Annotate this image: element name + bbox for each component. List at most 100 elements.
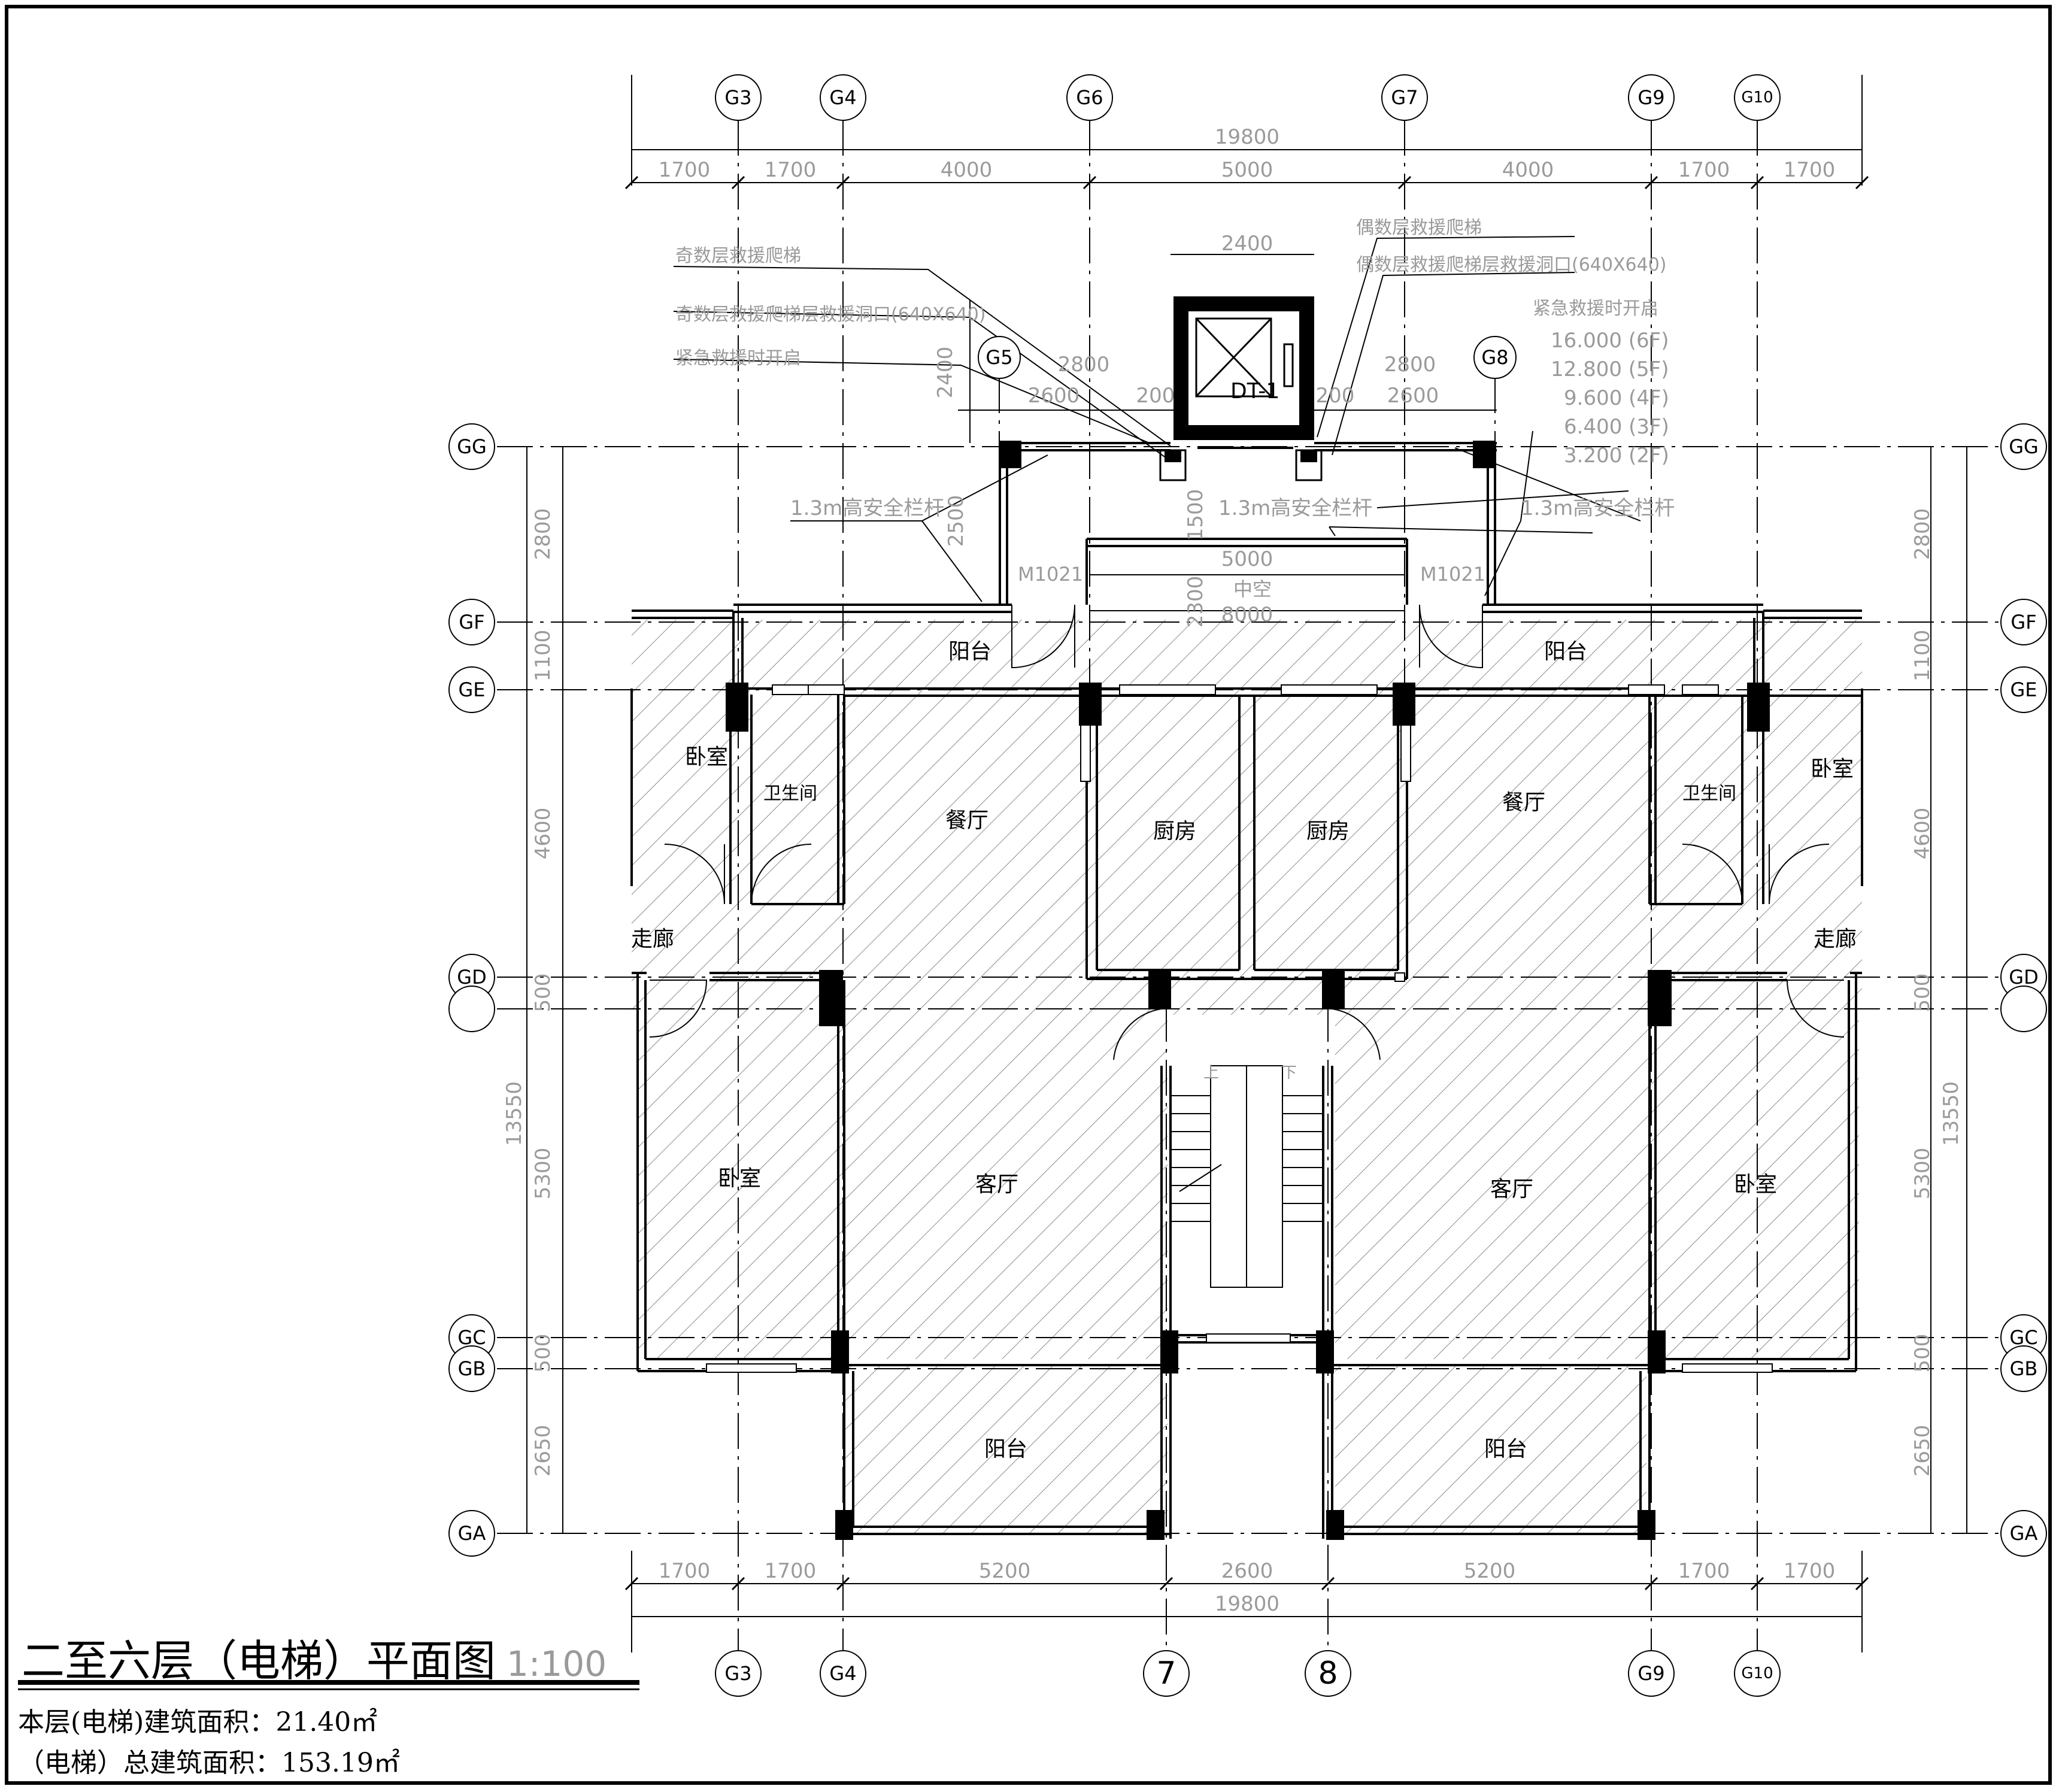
platform-dim: 2800	[1058, 353, 1110, 377]
room-living: 客厅	[1490, 1177, 1533, 1202]
axis-label-bottom: G10	[1741, 1664, 1773, 1682]
dim-top: 5000	[1221, 158, 1273, 182]
axis-label-row: GE	[2010, 678, 2037, 701]
axis-label-top: G3	[724, 86, 751, 109]
dim-side: 2800	[531, 508, 555, 560]
axis-label-bottom: 7	[1156, 1655, 1176, 1691]
total-area-text: （电梯）总建筑面积：153.19㎡	[18, 1748, 400, 1778]
level-label: 3.200 (2F)	[1564, 444, 1669, 468]
dim-side: 500	[531, 974, 555, 1012]
platform-dim: 200	[1136, 384, 1175, 408]
axis-label-row: GB	[458, 1357, 486, 1380]
level-label: 12.800 (5F)	[1551, 357, 1669, 381]
level-label: 6.400 (3F)	[1564, 415, 1669, 439]
stair-down-label: 下	[1281, 1064, 1297, 1082]
drawing-scale: 1:100	[507, 1644, 607, 1684]
odd-open-note: 紧急救援时开启	[675, 348, 801, 369]
elevator-depth: 2400	[933, 347, 957, 399]
dim-side: 4600	[531, 808, 555, 860]
dim-bottom: 1700	[1678, 1559, 1730, 1583]
dim-side: 5300	[1911, 1148, 1934, 1200]
void-dim: 8000	[1221, 603, 1273, 627]
dim-bottom: 1700	[1784, 1559, 1836, 1583]
dim-bottom: 5200	[1464, 1559, 1516, 1583]
dimension-lines	[526, 75, 1967, 1652]
stair-up-label: 上	[1203, 1064, 1219, 1082]
room-balcony: 阳台	[948, 639, 991, 664]
floor-area-text: 本层(电梯)建筑面积：21.40㎡	[18, 1707, 378, 1738]
axis-label-top: G4	[829, 86, 856, 109]
axis-label-row: GC	[2009, 1326, 2037, 1349]
rail-note: 1.3m高安全栏杆	[1218, 496, 1372, 520]
axis-label-row: GD	[2009, 966, 2038, 989]
axis-label-bottom: G3	[724, 1662, 751, 1685]
level-label: 16.000 (6F)	[1551, 329, 1669, 353]
elevator-width: 2400	[1221, 232, 1273, 256]
void-dim: 5000	[1221, 547, 1273, 571]
odd-hatch-note: 奇数层救援爬梯层救援洞口(640X640)	[675, 304, 985, 325]
axis-label-top: G7	[1391, 86, 1418, 109]
room-dining: 餐厅	[945, 808, 988, 833]
axis-label-row: GB	[2010, 1357, 2038, 1380]
room-bedroom: 卧室	[1734, 1172, 1777, 1197]
room-dining: 餐厅	[1502, 790, 1545, 815]
door-tag: M1021	[1018, 563, 1083, 586]
void-dim: 2500	[944, 495, 968, 547]
dim-top: 4000	[941, 158, 993, 182]
axis-label-row: GF	[459, 611, 484, 633]
axis-label-top: G6	[1076, 86, 1103, 109]
dim-top: 4000	[1502, 158, 1554, 182]
axis-labels: G3 G4 G6 G7 G9 G10 G5 G8 G3 G4 7 8 G9 G1…	[457, 86, 2039, 1691]
dim-side: 500	[1911, 1334, 1934, 1373]
axis-label-row: GA	[2010, 1522, 2038, 1545]
platform-dim: 2600	[1028, 384, 1080, 408]
hatched-floor	[632, 620, 1862, 1533]
void-dim: 1500	[1184, 489, 1208, 541]
axis-label-row: GE	[458, 678, 485, 701]
axis-label-row: GC	[457, 1326, 486, 1349]
platform-dim: 2800	[1384, 353, 1436, 377]
even-ladder-note: 偶数层救援爬梯	[1356, 217, 1482, 238]
title-underline-thin	[18, 1688, 639, 1690]
room-balcony: 阳台	[1484, 1437, 1527, 1462]
axis-label-row: GA	[458, 1522, 486, 1545]
walls	[630, 442, 1863, 1539]
room-corridor: 走廊	[1814, 927, 1857, 951]
overall-dimension: 19800	[1215, 125, 1279, 149]
dimension-text: 19800 1700 1700 4000 5000 4000 1700 1700…	[502, 125, 1963, 1616]
overall-dimension-bottom: 19800	[1215, 1592, 1279, 1616]
dim-side: 500	[1911, 974, 1934, 1012]
axis-label-row: GD	[457, 966, 486, 989]
columns	[726, 441, 1770, 1540]
axis-label-top: G9	[1638, 86, 1664, 109]
axis-label-row: GF	[2011, 611, 2036, 633]
rail-note: 1.3m高安全栏杆	[1521, 496, 1675, 520]
dim-bottom: 1700	[765, 1559, 817, 1583]
axis-bubbles	[448, 74, 2047, 1697]
axis-label-bottom: 8	[1318, 1655, 1338, 1691]
void-dim: 2300	[1184, 576, 1208, 628]
even-hatch-note: 偶数层救援爬梯层救援洞口(640X640)	[1356, 254, 1666, 275]
room-bedroom: 卧室	[1811, 757, 1854, 781]
leader-lines	[673, 236, 1641, 602]
dim-side: 2800	[1911, 508, 1934, 560]
dim-side: 500	[531, 1334, 555, 1373]
room-toilet: 卫生间	[763, 783, 817, 804]
room-labels: 阳台 阳台 卧室 卧室 卫生间 卫生间 餐厅 餐厅 厨房 厨房 走廊 走廊 卧室…	[631, 639, 1857, 1462]
dim-side-total: 13550	[502, 1081, 526, 1146]
dim-side: 2650	[531, 1425, 555, 1477]
door-swings	[649, 604, 1845, 1060]
room-balcony: 阳台	[984, 1437, 1027, 1462]
annotations: 奇数层救援爬梯 奇数层救援爬梯层救援洞口(640X640) 紧急救援时开启 偶数…	[675, 217, 1675, 1082]
level-label: 9.600 (4F)	[1564, 386, 1669, 410]
room-kitchen: 厨房	[1306, 819, 1350, 844]
title-underline-thick	[18, 1680, 639, 1685]
dim-side-total: 13550	[1939, 1081, 1963, 1146]
room-corridor: 走廊	[631, 927, 674, 951]
axis-label-row: GG	[2009, 435, 2039, 458]
dim-bottom: 2600	[1221, 1559, 1273, 1583]
dim-side: 4600	[1911, 808, 1934, 860]
even-open-note: 紧急救援时开启	[1533, 298, 1658, 319]
room-bedroom: 卧室	[685, 745, 728, 769]
